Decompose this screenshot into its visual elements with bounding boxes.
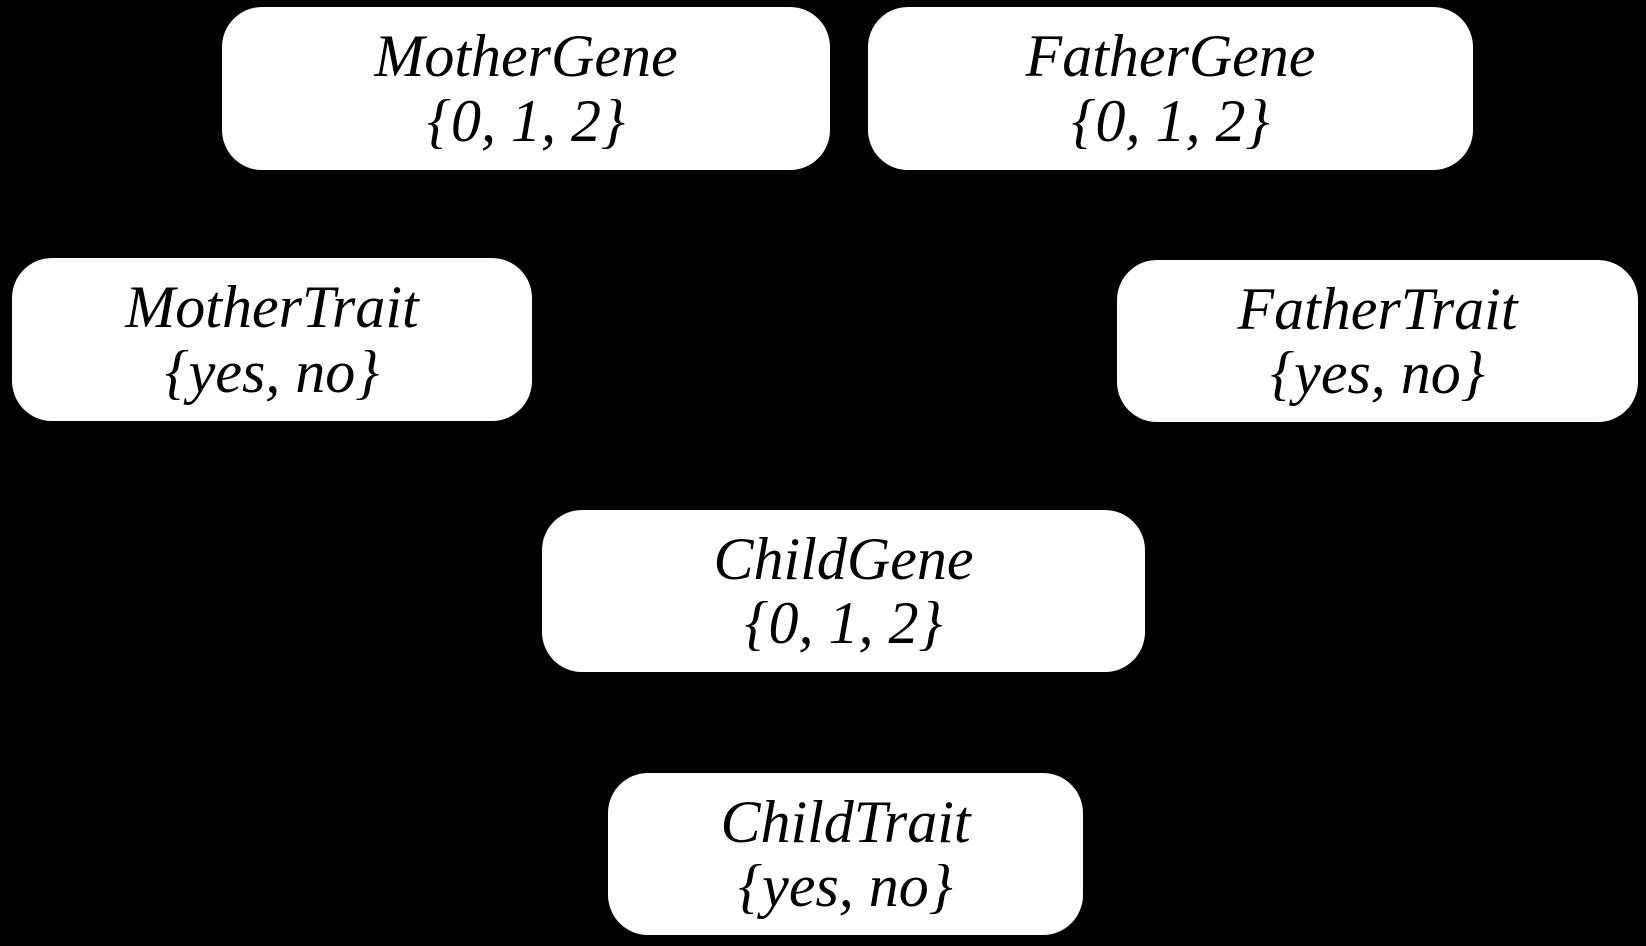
node-mother-trait: MotherTrait {yes, no} — [12, 258, 532, 421]
node-father-trait-label: FatherTrait — [1237, 275, 1518, 342]
node-child-trait: ChildTrait {yes, no} — [608, 773, 1083, 935]
node-child-gene-values: {0, 1, 2} — [744, 590, 943, 656]
node-mother-trait-values: {yes, no} — [164, 338, 380, 405]
node-child-gene-label: ChildGene — [713, 525, 974, 592]
node-father-gene-values: {0, 1, 2} — [1071, 87, 1270, 154]
node-father-trait: FatherTrait {yes, no} — [1117, 260, 1638, 422]
node-child-trait-label: ChildTrait — [720, 788, 971, 855]
node-father-trait-values: {yes, no} — [1270, 340, 1485, 406]
node-father-gene-label: FatherGene — [1025, 23, 1316, 90]
node-mother-trait-label: MotherTrait — [125, 274, 419, 341]
node-child-gene: ChildGene {0, 1, 2} — [542, 510, 1145, 672]
node-father-gene: FatherGene {0, 1, 2} — [868, 7, 1473, 170]
node-mother-gene-values: {0, 1, 2} — [427, 87, 625, 154]
node-mother-gene: MotherGene {0, 1, 2} — [222, 7, 830, 170]
node-mother-gene-label: MotherGene — [374, 23, 678, 90]
node-child-trait-values: {yes, no} — [738, 853, 953, 919]
